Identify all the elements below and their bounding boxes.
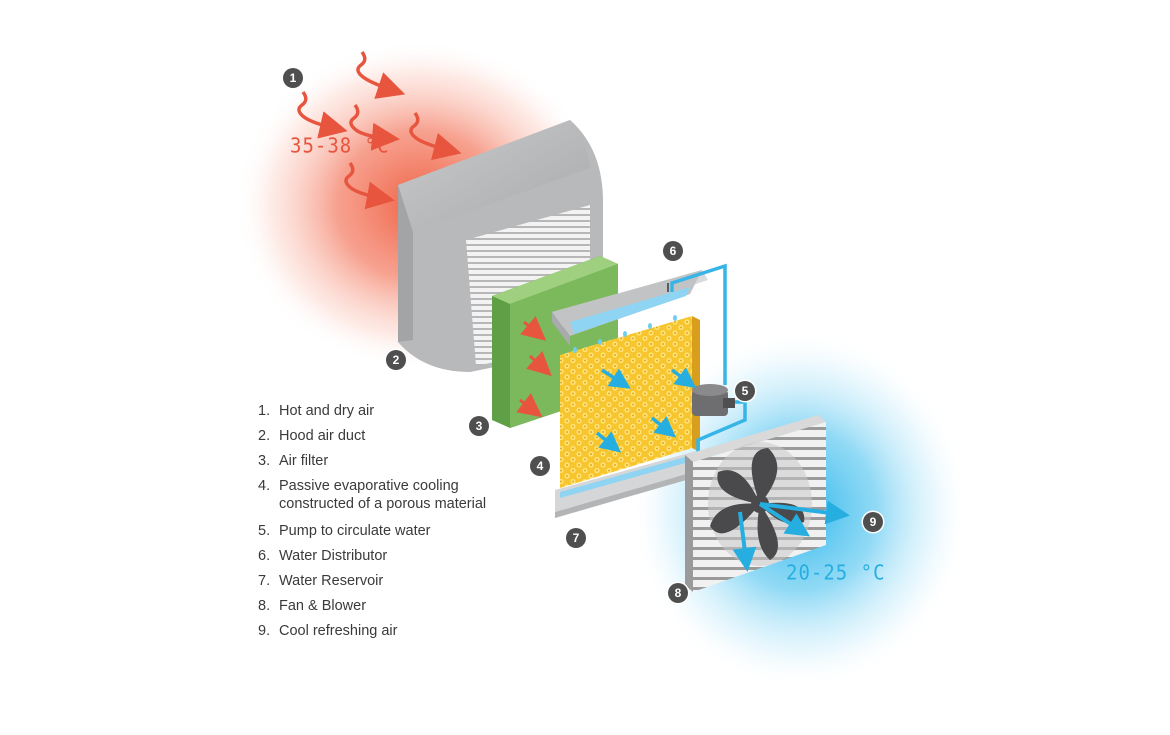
badge-water-reservoir: 7	[566, 528, 586, 548]
legend-number: 9.	[258, 623, 271, 639]
badge-cooling-pad: 4	[530, 456, 550, 476]
water-distributor	[552, 270, 708, 346]
legend-number: 2.	[258, 428, 271, 444]
legend-number: 3.	[258, 453, 271, 469]
badge-hood-air-duct: 2	[386, 350, 406, 370]
legend-text: Passive evaporative cooling constructed …	[279, 478, 487, 512]
legend-number: 8.	[258, 598, 271, 614]
cool-air-out-arrows	[732, 500, 850, 572]
legend-number: 1.	[258, 403, 271, 419]
legend-item: 4. Passive evaporative cooling construct…	[258, 477, 486, 513]
legend-number: 6.	[258, 548, 271, 564]
hot-air-into-pad-arrows	[516, 316, 552, 418]
water-reservoir	[555, 450, 700, 518]
cool-air-temperature: 20-25 °C	[786, 561, 886, 585]
legend-text: Pump to circulate water	[279, 523, 431, 539]
legend-item: 5. Pump to circulate water	[258, 522, 486, 540]
pump	[692, 384, 735, 416]
legend-text: Water Reservoir	[279, 573, 384, 589]
badge-pump: 5	[735, 381, 755, 401]
badge-hot-dry-air: 1	[283, 68, 303, 88]
legend-text: Hot and dry air	[279, 403, 375, 419]
water-pipe	[670, 263, 747, 452]
legend-number: 7.	[258, 573, 271, 589]
badge-fan-blower: 8	[668, 583, 688, 603]
badge-water-distributor: 6	[663, 241, 683, 261]
legend-number: 4.	[258, 478, 271, 494]
badge-cool-air: 9	[863, 512, 883, 532]
legend-item: 6. Water Distributor	[258, 547, 486, 565]
legend-item: 2. Hood air duct	[258, 427, 486, 445]
legend-item: 3. Air filter	[258, 452, 486, 470]
legend-text: Fan & Blower	[279, 598, 367, 614]
legend-text: Air filter	[279, 453, 329, 469]
legend-text: Water Distributor	[279, 548, 388, 564]
legend-item: 1. Hot and dry air	[258, 402, 486, 420]
hot-air-arrows	[297, 50, 462, 210]
legend-item: 7. Water Reservoir	[258, 572, 486, 590]
legend-number: 5.	[258, 523, 271, 539]
legend-item: 9. Cool refreshing air	[258, 622, 486, 640]
legend-text: Cool refreshing air	[279, 623, 398, 639]
component-legend: 1. Hot and dry air 2. Hood air duct 3. A…	[258, 402, 486, 640]
badge-air-filter: 3	[469, 416, 489, 436]
legend-text: Hood air duct	[279, 428, 366, 444]
legend-item: 8. Fan & Blower	[258, 597, 486, 615]
cooled-air-arrows	[595, 367, 697, 453]
hot-air-temperature: 35-38 °C	[290, 134, 390, 158]
